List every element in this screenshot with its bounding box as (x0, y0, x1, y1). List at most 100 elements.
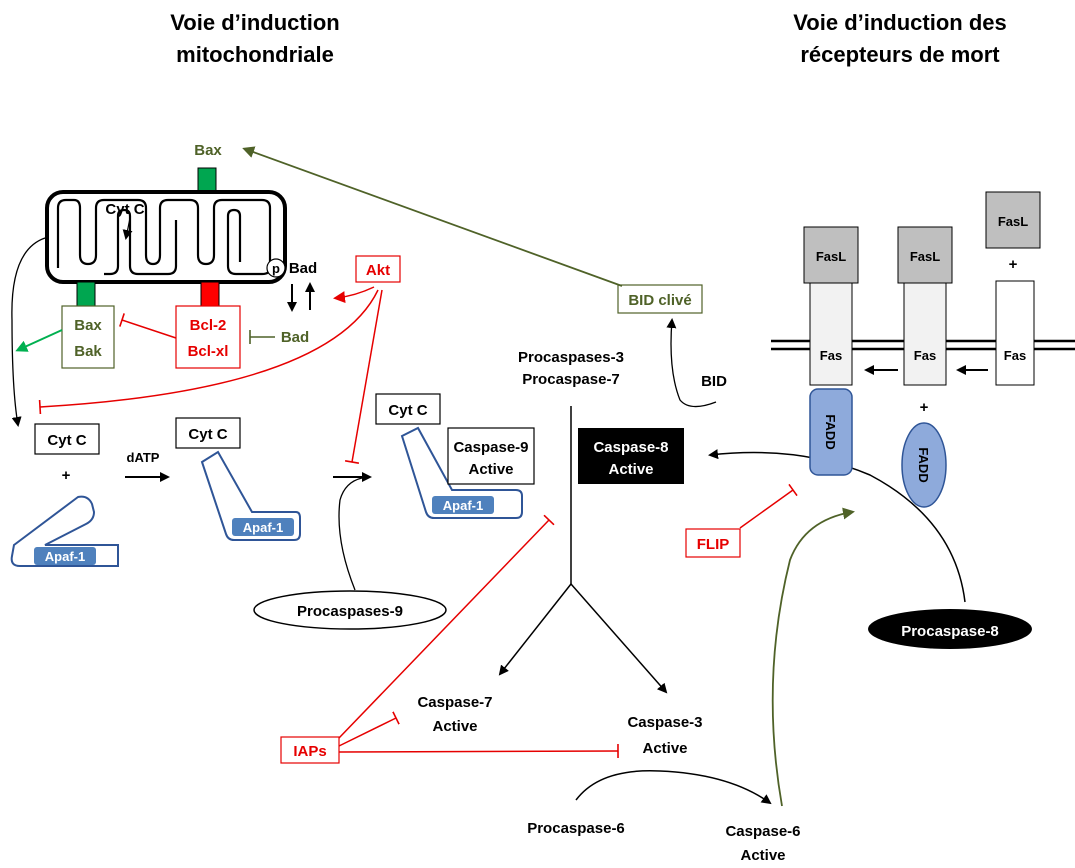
fas-receptor-1 (809, 282, 853, 386)
apaf1-tag-c (432, 496, 494, 514)
cytc-release-arrow (122, 217, 133, 240)
procasp9-recruit-arrow (338, 477, 363, 591)
fasl-label-1: FasL (816, 249, 846, 264)
akt-inhibits-apoptosome (344, 289, 383, 464)
title-right-line1: Voie d’induction des (793, 10, 1007, 35)
casp9-label-2: Active (468, 461, 513, 478)
akt-inhibits-cytc-release (38, 289, 379, 415)
casp6-to-casp8-arrow (771, 507, 855, 807)
iaps-box (280, 736, 340, 764)
bax-label: Bax (74, 317, 102, 334)
bcl2-label: Bcl-2 (190, 317, 227, 334)
fadd-label-2: FADD (916, 447, 931, 482)
iaps-label: IAPs (293, 743, 326, 760)
fas-label-3: Fas (1004, 348, 1026, 363)
fas-receptor-2 (903, 282, 947, 386)
bid-label: BID (701, 373, 727, 390)
cytc-box-1 (34, 423, 100, 455)
casp6-label-2: Active (740, 847, 785, 864)
fas-label-1: Fas (820, 348, 842, 363)
casp9-box (447, 427, 535, 485)
casp3-label-1: Caspase-3 (627, 714, 702, 731)
title-right-line2: récepteurs de mort (800, 42, 1000, 67)
fasl-label-2: FasL (910, 249, 940, 264)
bid-cleaved-label: BID clivé (628, 292, 691, 309)
bax-bak-box (61, 305, 115, 369)
procasp6-activation-arc (575, 770, 772, 805)
iaps-inhibit-casp7 (338, 711, 400, 747)
procasp8-to-casp8-arrow (708, 449, 966, 603)
cytc-box-2 (175, 417, 241, 449)
apaf1-tag-a (34, 547, 96, 565)
cytc-label-2: Cyt C (188, 426, 227, 443)
fadd-free (901, 422, 947, 508)
flip-box (685, 528, 741, 558)
procasp6-label: Procaspase-6 (527, 820, 625, 837)
bad-label: Bad (281, 329, 309, 346)
pbad-label: Bad (289, 260, 317, 277)
apaf1-label-a: Apaf-1 (45, 549, 85, 564)
bclxl-label: Bcl-xl (188, 343, 229, 360)
iaps-inhibit-cascade (338, 514, 555, 739)
cytc-box-3 (375, 393, 441, 425)
iaps-inhibit-casp3 (338, 743, 619, 759)
bax-bak-output-arrow (15, 329, 63, 352)
phospho-circle (266, 258, 286, 278)
cytc-to-cytosol-arrow (11, 237, 46, 427)
title-left-line2: mitochondriale (176, 42, 334, 67)
fasl-box-3 (985, 191, 1041, 249)
procasp9-ellipse (253, 590, 447, 630)
casp3-label-2: Active (642, 740, 687, 757)
casp9-label-1: Caspase-9 (453, 439, 528, 456)
procasp8-ellipse (868, 609, 1032, 649)
bcl2-bclxl-box (175, 305, 241, 369)
casp8-box (578, 428, 684, 484)
flip-inhibits-casp8 (739, 483, 798, 529)
cytc-label-1: Cyt C (47, 432, 86, 449)
casp7-label-2: Active (432, 718, 477, 735)
title-left-line1: Voie d’induction (170, 10, 339, 35)
casp7-label-1: Caspase-7 (417, 694, 492, 711)
flip-label: FLIP (697, 536, 730, 553)
bcl2-channel-bottom (200, 281, 220, 307)
fas-label-2: Fas (914, 348, 936, 363)
plus-label-fasl: + (1009, 256, 1018, 273)
bid-to-bax-arrow (242, 146, 623, 287)
fadd-box-1 (809, 388, 853, 476)
stem-to-casp3 (570, 583, 668, 694)
bcl2-inhibits-bax (119, 313, 177, 339)
akt-box (355, 255, 401, 283)
fas-receptor-3 (995, 280, 1035, 386)
phospho-label: p (272, 261, 280, 276)
fasl-box-2 (897, 226, 953, 284)
bid-cleaved-box (617, 284, 703, 314)
akt-label: Akt (366, 262, 390, 279)
procasp8-label: Procaspase-8 (901, 623, 999, 640)
plus-label-fadd: + (920, 399, 929, 416)
bax-channel-bottom (76, 281, 96, 307)
mitochondrion-cristae-2 (104, 208, 178, 276)
apaf1-tag-b (232, 518, 294, 536)
casp6-label-1: Caspase-6 (725, 823, 800, 840)
casp8-label-2: Active (608, 461, 653, 478)
procasp9-label: Procaspases-9 (297, 603, 403, 620)
datp-label: dATP (127, 450, 160, 465)
bid-cleavage-arrow (666, 318, 717, 408)
casp8-label-1: Caspase-8 (593, 439, 668, 456)
cytc-label-3: Cyt C (388, 402, 427, 419)
apaf1-label-c: Apaf-1 (443, 498, 483, 513)
procasp7-label: Procaspase-7 (522, 371, 620, 388)
apaf1-shape-c (400, 426, 523, 519)
bax-top-label: Bax (194, 142, 222, 159)
stem-to-casp7 (498, 583, 572, 676)
bak-label: Bak (74, 343, 102, 360)
mitochondrion (45, 190, 287, 284)
cytc-inside-label: Cyt C (105, 201, 144, 218)
procasp3-label: Procaspases-3 (518, 349, 624, 366)
mitochondrion-cristae (56, 198, 272, 276)
akt-phosphorylates-bad (333, 286, 375, 304)
fasl-label-3: FasL (998, 214, 1028, 229)
bax-channel-top (197, 167, 217, 193)
plus-label-1: + (62, 467, 71, 484)
apaf1-label-b: Apaf-1 (243, 520, 283, 535)
